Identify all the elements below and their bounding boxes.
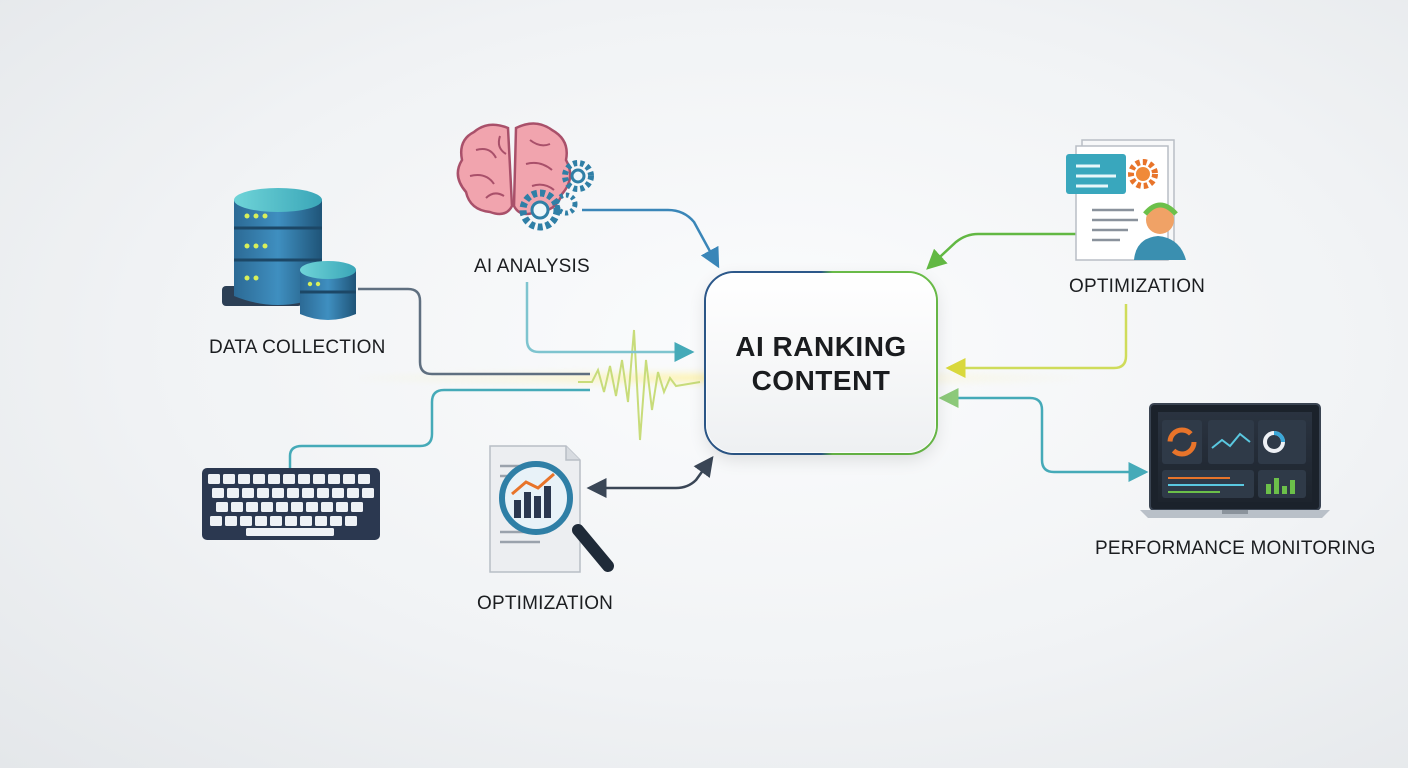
keyboard-key bbox=[291, 502, 303, 512]
keyboard-key bbox=[351, 502, 363, 512]
database-icon bbox=[222, 188, 356, 320]
brain-gears-icon bbox=[458, 123, 591, 227]
keyboard-key bbox=[257, 488, 269, 498]
ai-analysis-label: AI ANALYSIS bbox=[474, 256, 590, 278]
keyboard-key bbox=[216, 502, 228, 512]
keyboard-key bbox=[255, 516, 267, 526]
keyboard-key bbox=[300, 516, 312, 526]
connector-data-collection bbox=[358, 289, 590, 374]
optimization-bottom-label: OPTIMIZATION bbox=[477, 593, 613, 615]
keyboard-key bbox=[302, 488, 314, 498]
keyboard-key bbox=[345, 516, 357, 526]
document-settings-user-icon bbox=[1066, 140, 1186, 260]
keyboard-key bbox=[223, 474, 235, 484]
connector-optimization-bottom bbox=[594, 458, 712, 488]
keyboard-key bbox=[330, 516, 342, 526]
keyboard-key bbox=[231, 502, 243, 512]
keyboard-key bbox=[298, 474, 310, 484]
keyboard-key bbox=[313, 474, 325, 484]
keyboard-key bbox=[270, 516, 282, 526]
connector-optimization-right bbox=[948, 304, 1126, 368]
center-node-title: AI RANKING CONTENT bbox=[706, 330, 936, 398]
keyboard-key bbox=[317, 488, 329, 498]
connector-ai-analysis-top bbox=[582, 210, 718, 266]
keyboard-key bbox=[276, 502, 288, 512]
document-magnifier-chart-icon bbox=[490, 446, 608, 572]
connector-optimization-top bbox=[928, 234, 1080, 268]
keyboard-icon bbox=[202, 468, 380, 540]
keyboard-key bbox=[225, 516, 237, 526]
keyboard-key bbox=[287, 488, 299, 498]
keyboard-key bbox=[208, 474, 220, 484]
keyboard-spacebar bbox=[246, 528, 334, 536]
keyboard-key bbox=[332, 488, 344, 498]
keyboard-key bbox=[272, 488, 284, 498]
keyboard-key bbox=[261, 502, 273, 512]
keyboard-key bbox=[210, 516, 222, 526]
keyboard-key bbox=[268, 474, 280, 484]
keyboard-key bbox=[358, 474, 370, 484]
keyboard-key bbox=[315, 516, 327, 526]
signal-waveform bbox=[578, 330, 700, 440]
keyboard-key bbox=[227, 488, 239, 498]
keyboard-key bbox=[336, 502, 348, 512]
keyboard-key bbox=[246, 502, 258, 512]
keyboard-key bbox=[347, 488, 359, 498]
keyboard-key bbox=[306, 502, 318, 512]
connector-performance-monitoring bbox=[946, 398, 1146, 472]
keyboard-key bbox=[212, 488, 224, 498]
performance-monitoring-label: PERFORMANCE MONITORING bbox=[1095, 538, 1376, 560]
keyboard-key bbox=[328, 474, 340, 484]
center-title-line2: CONTENT bbox=[706, 364, 936, 398]
data-collection-label: DATA COLLECTION bbox=[209, 337, 386, 359]
keyboard-key bbox=[253, 474, 265, 484]
keyboard-key bbox=[238, 474, 250, 484]
keyboard-key bbox=[285, 516, 297, 526]
laptop-dashboard-icon bbox=[1140, 404, 1330, 518]
keyboard-key bbox=[283, 474, 295, 484]
keyboard-key bbox=[242, 488, 254, 498]
connector-ai-analysis-left bbox=[527, 282, 692, 352]
keyboard-key bbox=[343, 474, 355, 484]
optimization-top-label: OPTIMIZATION bbox=[1069, 276, 1205, 298]
keyboard-key bbox=[240, 516, 252, 526]
center-title-line1: AI RANKING bbox=[706, 330, 936, 364]
keyboard-key bbox=[362, 488, 374, 498]
keyboard-key bbox=[321, 502, 333, 512]
